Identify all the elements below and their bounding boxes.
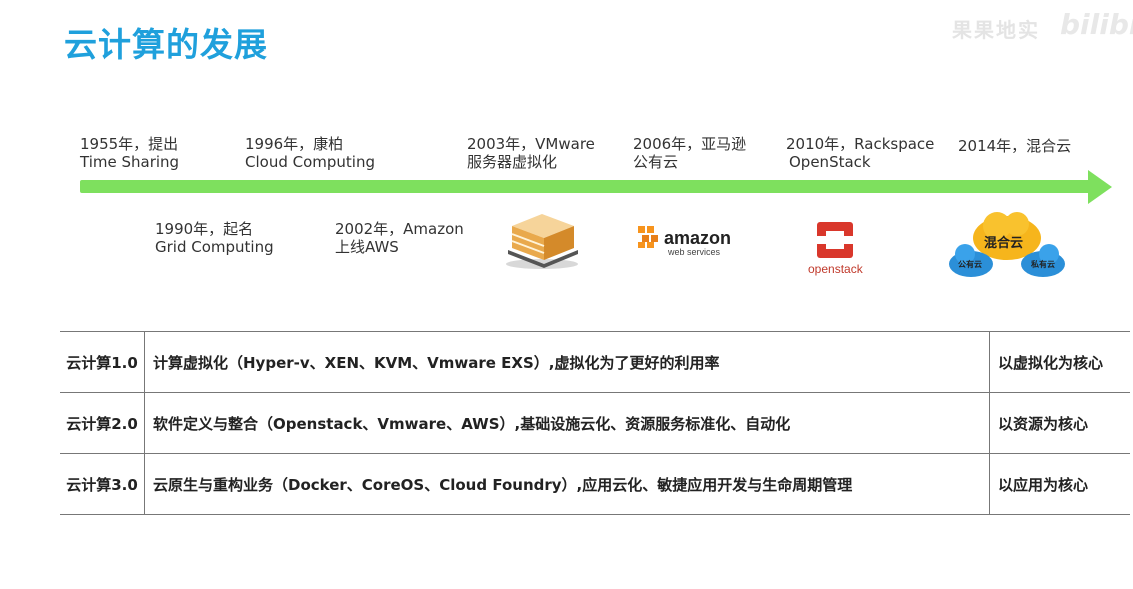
table-row: 云计算1.0 计算虚拟化（Hyper-v、XEN、KVM、Vmware EXS）… bbox=[60, 331, 1130, 393]
server-icon bbox=[506, 214, 578, 269]
watermark-logo: bilibili bbox=[1060, 8, 1133, 41]
cloud-stage-table: 云计算1.0 计算虚拟化（Hyper-v、XEN、KVM、Vmware EXS）… bbox=[60, 331, 1130, 515]
event-line1: 1955年，提出 bbox=[80, 135, 179, 153]
table-cell-version: 云计算2.0 bbox=[60, 392, 145, 454]
table-cell-version: 云计算1.0 bbox=[60, 331, 145, 393]
event-line2: 公有云 bbox=[633, 153, 679, 171]
table-cell-core: 以虚拟化为核心 bbox=[989, 331, 1130, 393]
timeline-event-1996: 1996年，康柏 Cloud Computing bbox=[245, 135, 375, 171]
timeline-event-1955: 1955年，提出 Time Sharing bbox=[80, 135, 179, 171]
event-line2: OpenStack bbox=[789, 153, 871, 171]
table-cell-description: 云原生与重构业务（Docker、CoreOS、Cloud Foundry）,应用… bbox=[144, 453, 990, 515]
amazon-logo-text: amazon bbox=[664, 228, 732, 248]
table-cell-core: 以资源为核心 bbox=[989, 392, 1130, 454]
page-title: 云计算的发展 bbox=[64, 25, 268, 64]
event-line2: 上线AWS bbox=[335, 238, 399, 256]
table-row: 云计算3.0 云原生与重构业务（Docker、CoreOS、Cloud Foun… bbox=[60, 453, 1130, 515]
event-line2: Time Sharing bbox=[80, 153, 180, 171]
event-line1: 2002年，Amazon bbox=[335, 220, 464, 238]
private-cloud-label: 私有云 bbox=[1031, 260, 1055, 269]
event-line2: Cloud Computing bbox=[245, 153, 375, 171]
public-cloud-label: 公有云 bbox=[958, 260, 982, 269]
watermark: 果果地实 bbox=[952, 18, 1040, 42]
openstack-icon bbox=[817, 222, 853, 258]
table-cell-description: 软件定义与整合（Openstack、Vmware、AWS）,基础设施云化、资源服… bbox=[144, 392, 990, 454]
timeline-event-1990: 1990年，起名 Grid Computing bbox=[155, 220, 274, 256]
table-cell-description: 计算虚拟化（Hyper-v、XEN、KVM、Vmware EXS）,虚拟化为了更… bbox=[144, 331, 990, 393]
event-line1: 2010年，Rackspace bbox=[786, 135, 935, 153]
timeline-event-2006: 2006年，亚马逊 公有云 bbox=[633, 135, 746, 171]
hybrid-cloud-label: 混合云 bbox=[984, 236, 1024, 251]
event-line1: 2014年，混合云 bbox=[958, 137, 1072, 155]
event-line1: 2003年，VMware bbox=[467, 135, 595, 153]
timeline-arrow-line bbox=[80, 180, 1092, 193]
event-line1: 1996年，康柏 bbox=[245, 135, 344, 153]
event-line1: 2006年，亚马逊 bbox=[633, 135, 747, 153]
timeline-event-2010: 2010年，Rackspace OpenStack bbox=[786, 135, 934, 171]
event-line1: 1990年，起名 bbox=[155, 220, 254, 238]
event-line2: Grid Computing bbox=[155, 238, 274, 256]
table-cell-core: 以应用为核心 bbox=[989, 453, 1130, 515]
timeline-arrow-head bbox=[1088, 170, 1112, 204]
event-line2: 服务器虚拟化 bbox=[467, 153, 558, 171]
timeline-event-2014: 2014年，混合云 bbox=[958, 137, 1071, 155]
hybrid-cloud-icon bbox=[949, 212, 1065, 277]
openstack-logo-text: openstack bbox=[808, 262, 863, 276]
table-cell-version: 云计算3.0 bbox=[60, 453, 145, 515]
aws-cubes-icon bbox=[638, 226, 658, 248]
timeline-event-2003: 2003年，VMware 服务器虚拟化 bbox=[467, 135, 595, 171]
amazon-logo-subtext: web services bbox=[668, 247, 721, 257]
timeline-event-2002: 2002年，Amazon 上线AWS bbox=[335, 220, 464, 256]
table-row: 云计算2.0 软件定义与整合（Openstack、Vmware、AWS）,基础设… bbox=[60, 392, 1130, 454]
